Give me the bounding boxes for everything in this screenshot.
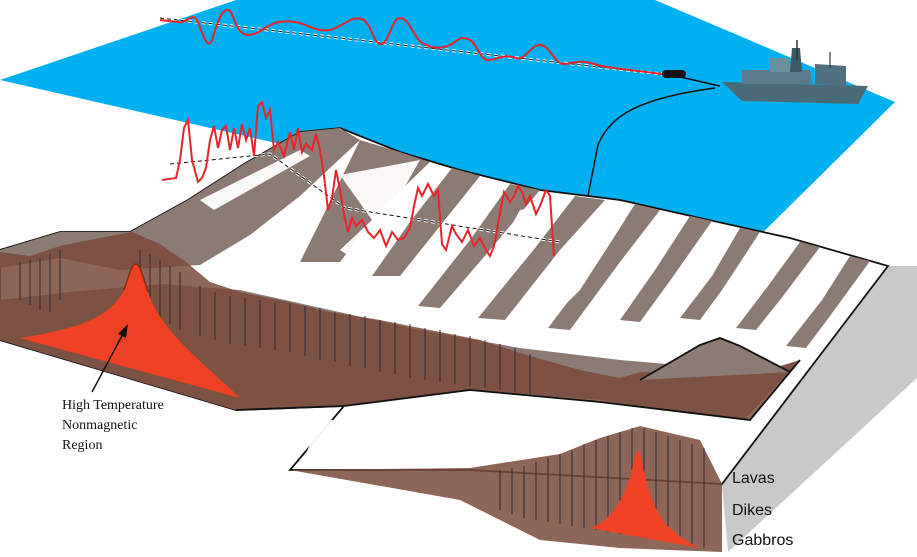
layer-label-gabbros: Gabbros bbox=[732, 532, 794, 549]
annotation-high-temperature-region: High Temperature Nonmagnetic Region bbox=[62, 396, 164, 456]
annotation-line-2: Nonmagnetic bbox=[62, 418, 138, 433]
hot-region-main bbox=[20, 264, 240, 398]
arrow-icon bbox=[91, 324, 128, 393]
annotation-line-1: High Temperature bbox=[62, 398, 164, 413]
layer-label-lavas: Lavas bbox=[732, 470, 775, 487]
deep-magnetic-profile bbox=[161, 100, 555, 259]
block-side-face bbox=[722, 266, 917, 552]
ocean-surface bbox=[0, 0, 895, 250]
tow-cable-deep bbox=[579, 87, 716, 237]
annotation-line-3: Region bbox=[62, 438, 103, 453]
layer-label-dikes: Dikes bbox=[732, 502, 773, 519]
ship-icon bbox=[722, 40, 868, 104]
hot-region-secondary bbox=[590, 451, 700, 548]
magnetometer-icon bbox=[662, 70, 686, 78]
surface-magnetic-profile bbox=[159, 8, 663, 75]
